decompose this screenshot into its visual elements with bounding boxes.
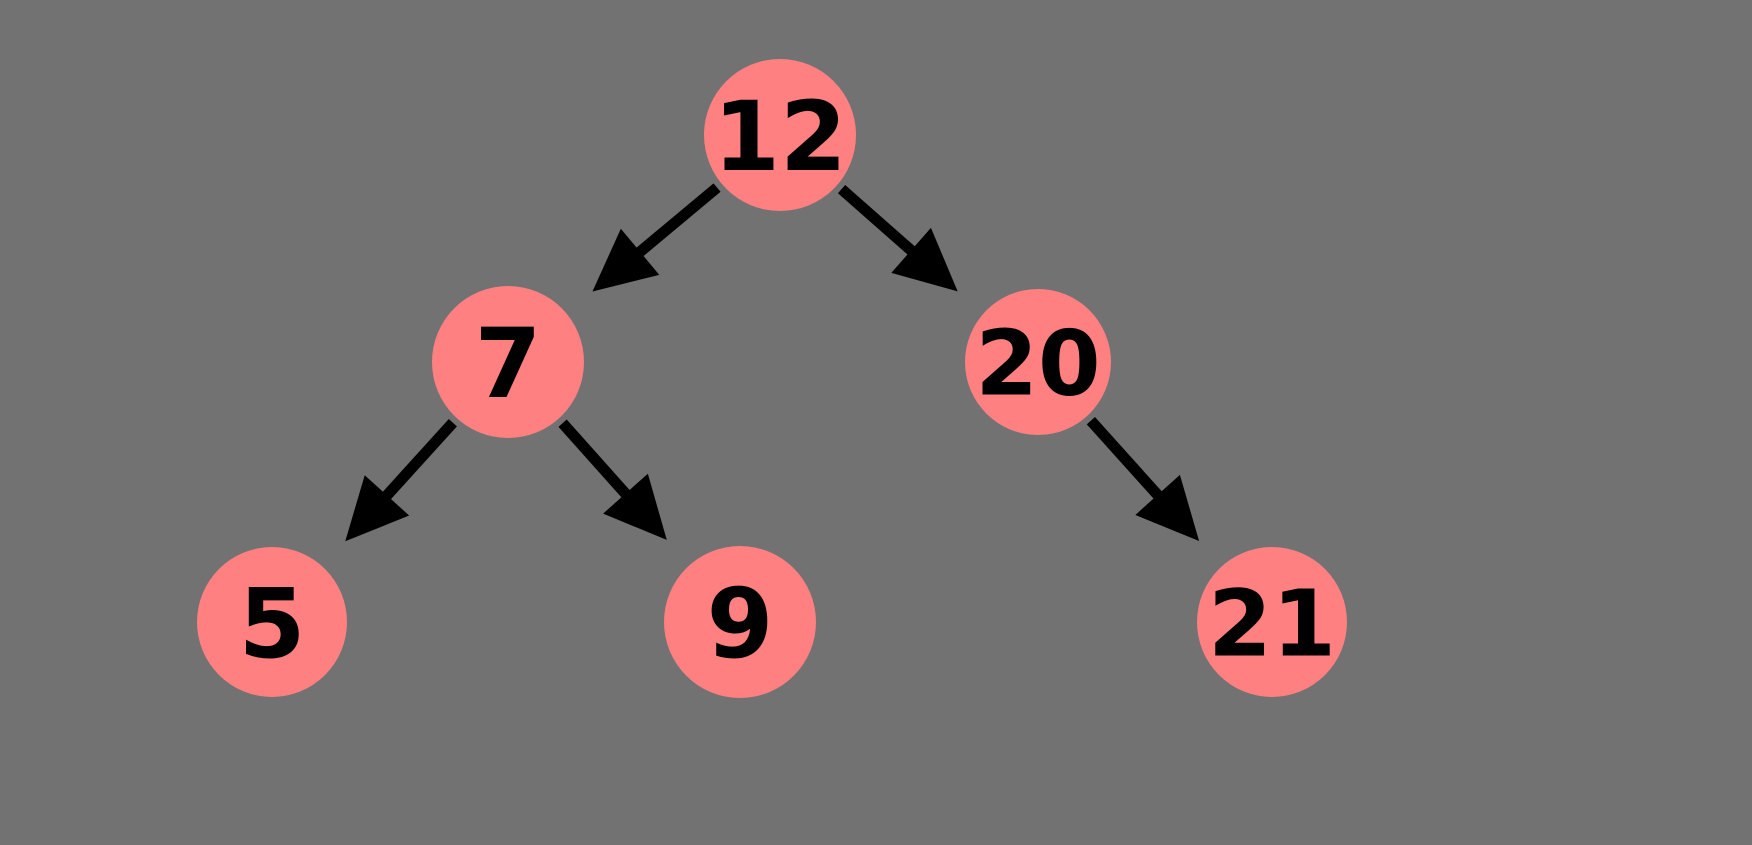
node-label: 5 (239, 568, 306, 680)
edge-line (1086, 417, 1169, 507)
edges-layer (345, 183, 1200, 542)
tree-node-9[interactable]: 9 (664, 546, 816, 698)
tree-edge (837, 185, 958, 292)
tree-node-21[interactable]: 21 (1197, 547, 1347, 697)
edge-arrowhead-icon (345, 475, 410, 542)
node-circle[interactable] (432, 286, 584, 438)
tree-edge (592, 183, 721, 292)
edge-arrowhead-icon (1135, 474, 1200, 541)
edge-arrowhead-icon (592, 228, 660, 292)
node-circle[interactable] (664, 546, 816, 698)
tree-edge (1086, 417, 1200, 541)
tree-node-12[interactable]: 12 (704, 59, 856, 211)
node-circle[interactable] (965, 289, 1111, 435)
edge-line (558, 419, 637, 505)
tree-node-20[interactable]: 20 (965, 289, 1111, 435)
edge-line (837, 185, 923, 262)
node-circle[interactable] (1197, 547, 1347, 697)
node-circle[interactable] (197, 547, 347, 697)
node-label: 9 (707, 568, 774, 680)
node-label: 21 (1208, 571, 1336, 678)
node-label: 12 (713, 81, 847, 193)
edge-line (628, 183, 721, 263)
nodes-layer: 12 7 20 5 9 21 (197, 59, 1347, 698)
tree-node-7[interactable]: 7 (432, 286, 584, 438)
tree-node-5[interactable]: 5 (197, 547, 347, 697)
edge-arrowhead-icon (603, 473, 667, 540)
tree-edge (345, 419, 457, 542)
tree-edge (558, 419, 667, 540)
node-label: 20 (975, 312, 1100, 417)
node-circle[interactable] (704, 59, 856, 211)
edge-line (376, 419, 457, 507)
node-label: 7 (475, 308, 542, 420)
edge-arrowhead-icon (891, 227, 958, 292)
